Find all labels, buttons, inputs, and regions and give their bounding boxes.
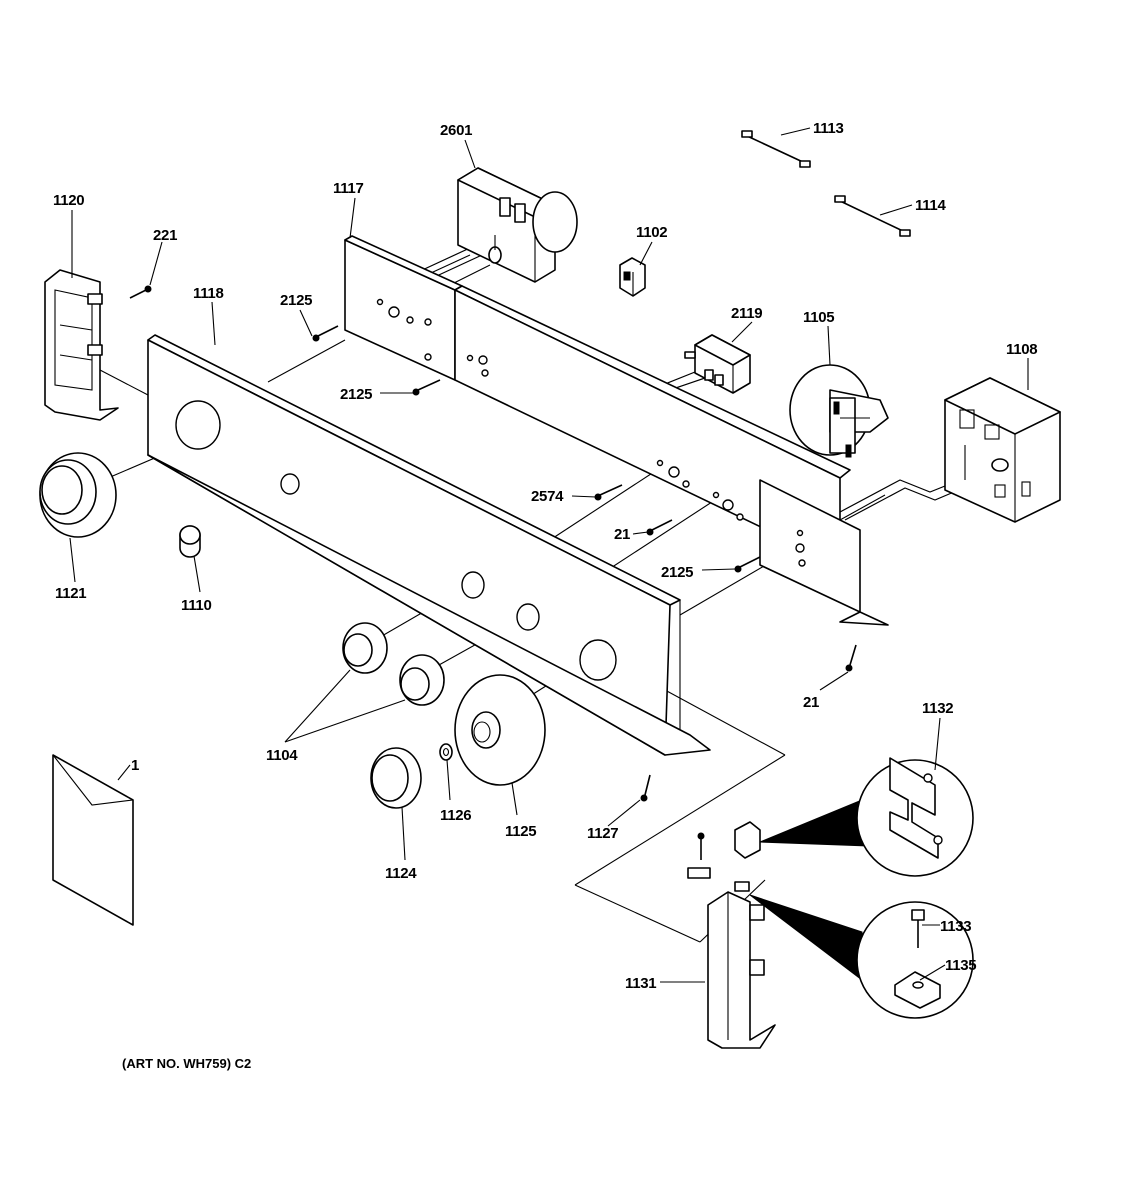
label-2601: 2601 — [440, 122, 472, 139]
screw-21b — [845, 644, 857, 672]
label-1126: 1126 — [440, 807, 471, 824]
label-2119: 2119 — [731, 305, 762, 322]
part-2601-timer — [457, 167, 578, 283]
label-1127: 1127 — [587, 825, 618, 842]
label-1118: 1118 — [193, 285, 224, 302]
screw-21a — [646, 519, 673, 536]
art-number-note: (ART NO. WH759) C2 — [122, 1056, 251, 1071]
label-2125-right: 2125 — [661, 564, 693, 581]
label-1113: 1113 — [813, 120, 844, 137]
label-1108: 1108 — [1006, 341, 1037, 358]
label-1117: 1117 — [333, 180, 364, 197]
part-1-literature-packet — [52, 754, 134, 926]
part-1125-dial-skirt — [454, 674, 546, 786]
callout-1133-magnified — [749, 894, 974, 1019]
label-1132: 1132 — [922, 700, 953, 717]
label-1110: 1110 — [181, 597, 212, 614]
part-1104-knob-a — [342, 622, 388, 674]
part-1104-knob-b — [399, 654, 445, 706]
callout-1132-magnified — [759, 757, 974, 877]
leader-lines — [69, 127, 1029, 983]
part-1131-end-cap — [707, 891, 776, 1049]
label-1131: 1131 — [625, 975, 656, 992]
part-1118-front-panel — [147, 334, 711, 756]
label-1124: 1124 — [385, 865, 417, 882]
label-1: 1 — [131, 757, 139, 774]
label-1135: 1135 — [945, 957, 976, 974]
label-1104: 1104 — [266, 747, 298, 764]
part-1114-jumper — [834, 195, 911, 237]
part-1121-knob — [39, 452, 117, 538]
label-2125-top: 2125 — [280, 292, 312, 309]
label-2125-mid: 2125 — [340, 386, 372, 403]
part-2119-switch — [684, 334, 751, 394]
label-21-right: 21 — [803, 694, 819, 711]
part-labels: 2601 1113 1114 1120 221 1117 1102 1118 2… — [53, 120, 1038, 992]
screw-2125c — [734, 556, 761, 573]
part-1117-rear-panel — [344, 235, 889, 626]
label-2574: 2574 — [531, 488, 564, 505]
screw-2125b — [412, 379, 441, 396]
label-1114: 1114 — [915, 197, 946, 214]
label-1125: 1125 — [505, 823, 536, 840]
part-1102-relay — [619, 257, 646, 297]
part-1105-pressure-switch — [789, 364, 889, 458]
label-1105: 1105 — [803, 309, 834, 326]
part-1132-bracket — [687, 821, 761, 892]
part-1126-washer — [439, 743, 453, 761]
label-1133: 1133 — [940, 918, 971, 935]
label-221: 221 — [153, 227, 177, 244]
label-1120: 1120 — [53, 192, 84, 209]
part-1110-button — [179, 525, 201, 558]
label-1102: 1102 — [636, 224, 667, 241]
part-1124-knob — [370, 747, 422, 809]
part-1108-control-board — [944, 377, 1061, 523]
part-1113-jumper — [741, 130, 811, 168]
screw-1127 — [640, 774, 651, 802]
screw-2574 — [594, 484, 623, 501]
label-1121: 1121 — [55, 585, 86, 602]
screw-2125a — [312, 325, 339, 342]
part-1120-end-cap — [44, 269, 119, 421]
screw-221 — [129, 285, 152, 299]
label-21-mid: 21 — [614, 526, 630, 543]
